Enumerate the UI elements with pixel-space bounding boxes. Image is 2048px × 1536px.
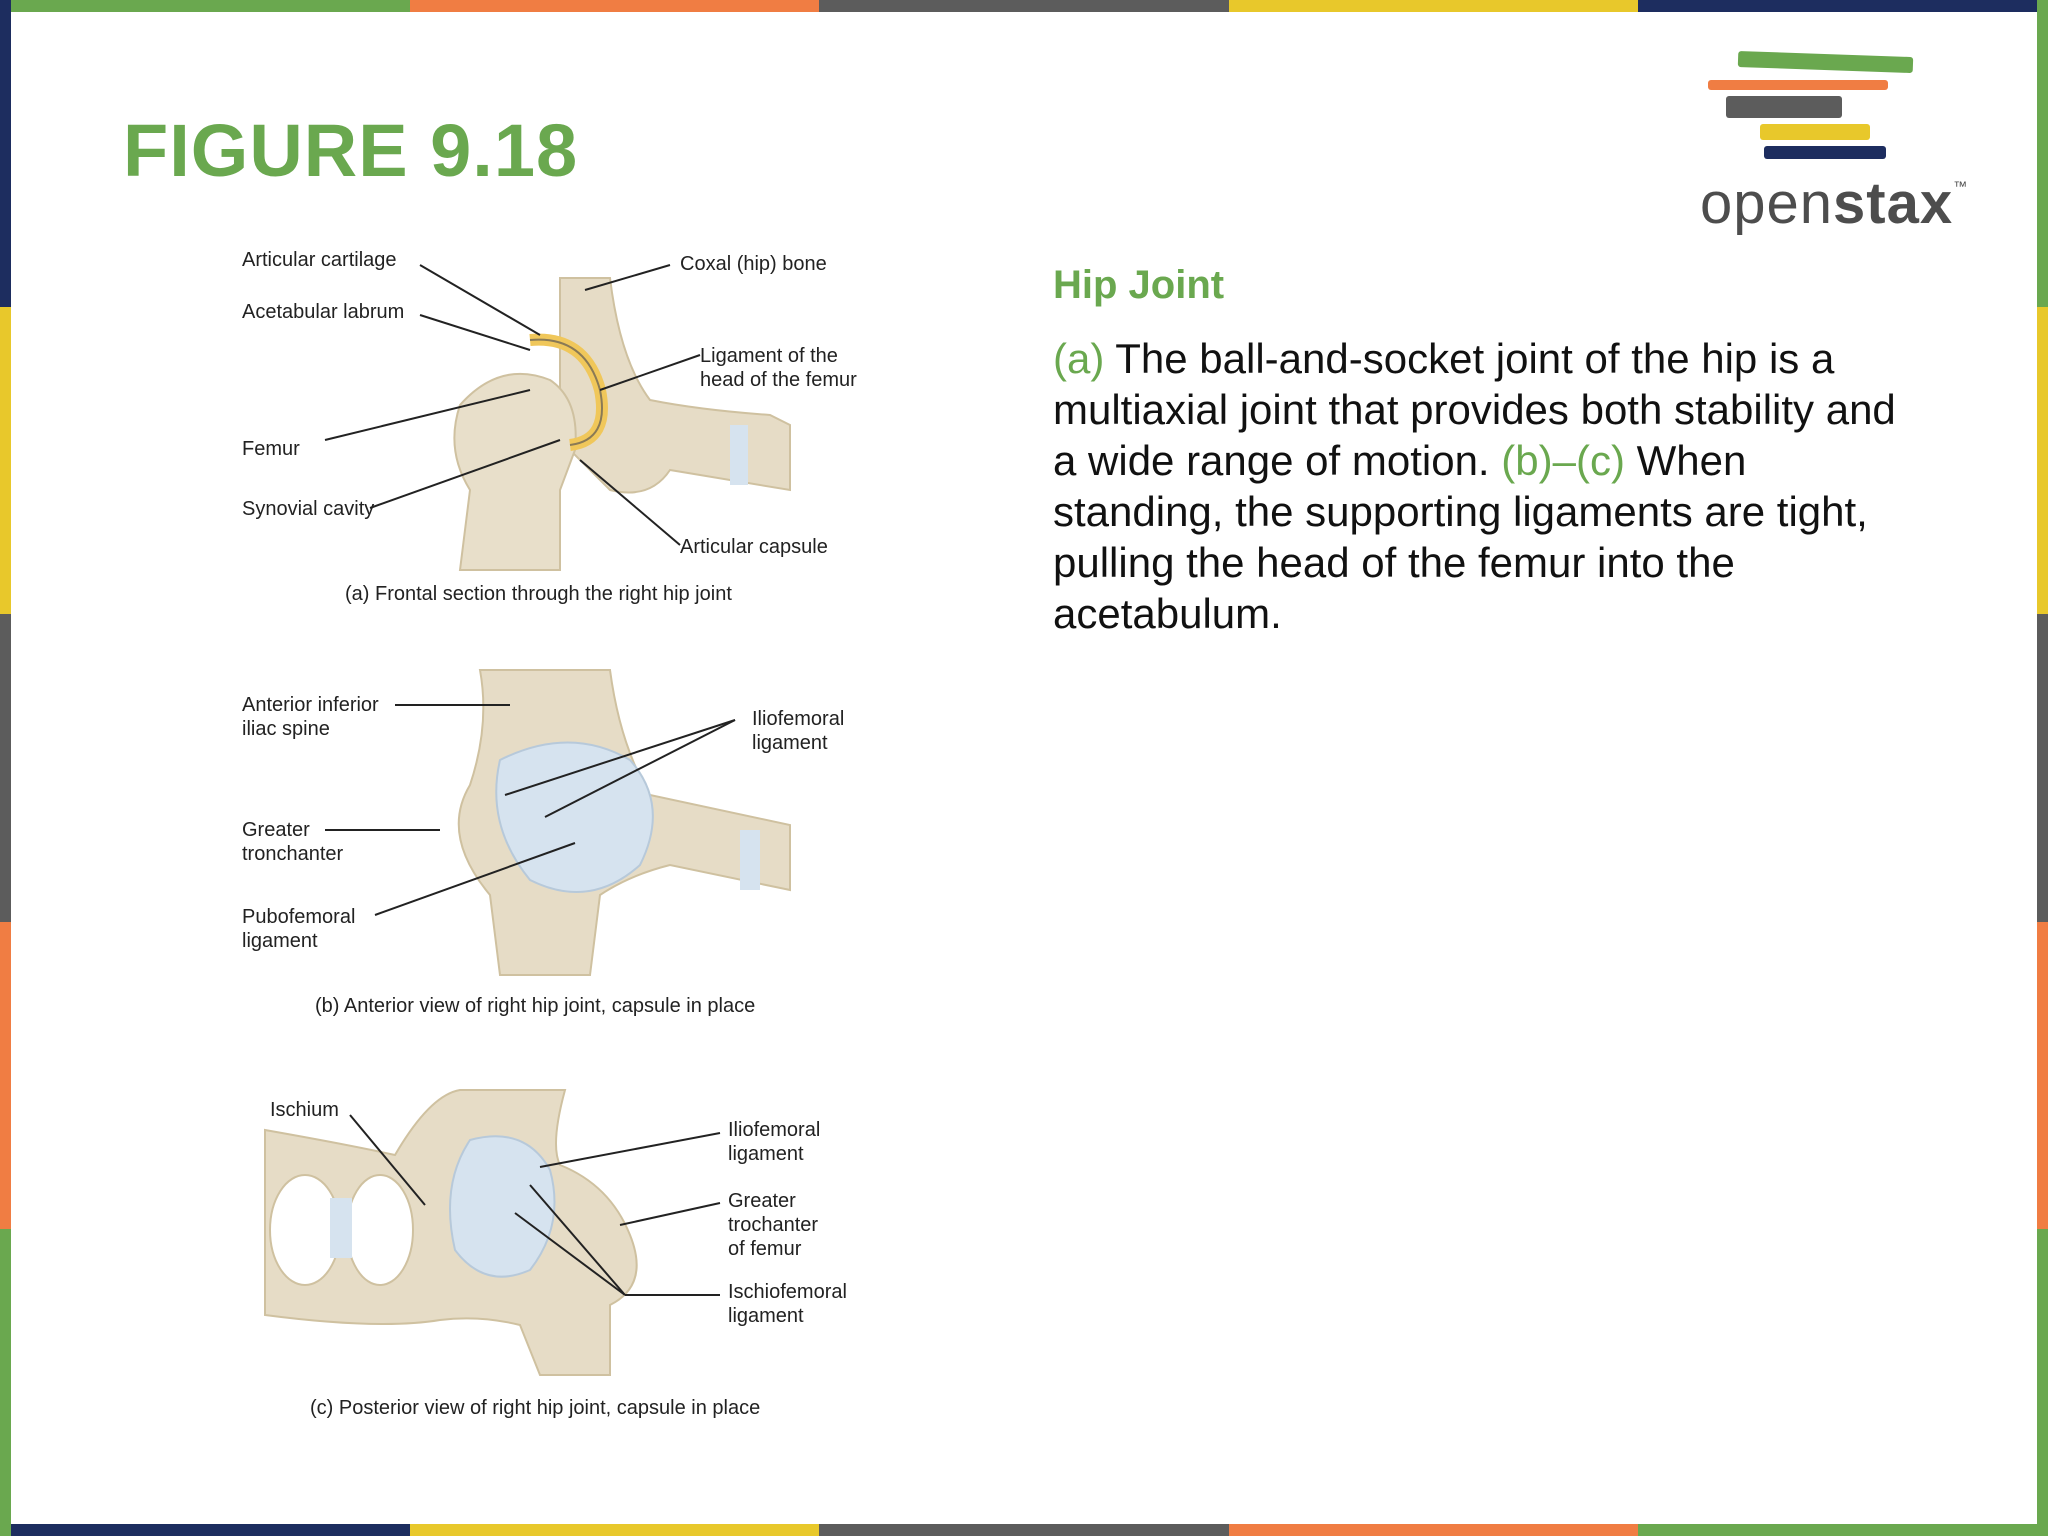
label-greater-trochanter-femur: Greater trochanter of femur bbox=[728, 1190, 819, 1260]
description-body: (a) The ball-and-socket joint of the hip… bbox=[1053, 335, 1896, 637]
label-anterior-inferior-iliac-spine: Anterior inferior iliac spine bbox=[242, 694, 379, 740]
label-ligament-head-femur: Ligament of the head of the femur bbox=[700, 345, 857, 391]
openstax-logo-icon bbox=[1708, 51, 1914, 159]
label-synovial-cavity: Synovial cavity bbox=[242, 498, 375, 520]
label-ischiofemoral-ligament: Ischiofemoral ligament bbox=[728, 1281, 847, 1327]
label-greater-tronchanter: Greater tronchanter bbox=[242, 819, 344, 865]
frame-right-bar bbox=[2037, 0, 2048, 1536]
label-coxal-bone: Coxal (hip) bone bbox=[680, 253, 827, 275]
marker-a: (a) bbox=[1053, 335, 1105, 382]
panel-b-drawing bbox=[325, 669, 791, 976]
caption-c: (c) Posterior view of right hip joint, c… bbox=[310, 1397, 761, 1419]
frame-top-bar bbox=[0, 0, 2048, 12]
frame-bottom-bar bbox=[0, 1524, 2048, 1536]
label-articular-capsule: Articular capsule bbox=[680, 536, 828, 558]
marker-bc: (b)–(c) bbox=[1501, 437, 1625, 484]
label-iliofemoral-ligament-c: Iliofemoral ligament bbox=[728, 1119, 821, 1165]
label-iliofemoral-ligament-b: Iliofemoral ligament bbox=[752, 708, 845, 754]
label-acetabular-labrum: Acetabular labrum bbox=[242, 301, 405, 323]
caption-a: (a) Frontal section through the right hi… bbox=[345, 583, 732, 605]
panel-a-frontal-section: Articular cartilage Acetabular labrum Fe… bbox=[230, 240, 890, 620]
panel-b-anterior-view: Anterior inferior iliac spine Greater tr… bbox=[230, 665, 890, 1025]
label-ischium: Ischium bbox=[270, 1099, 339, 1121]
description-heading: Hip Joint bbox=[1053, 263, 1225, 307]
label-femur: Femur bbox=[242, 438, 300, 460]
caption-b: (b) Anterior view of right hip joint, ca… bbox=[315, 995, 756, 1017]
panel-a-drawing bbox=[324, 264, 791, 571]
label-pubofemoral-ligament: Pubofemoral ligament bbox=[242, 906, 356, 952]
openstax-wordmark: openstax™ bbox=[1700, 171, 1969, 236]
label-articular-cartilage: Articular cartilage bbox=[242, 249, 397, 271]
figure-title: FIGURE 9.18 bbox=[123, 109, 579, 192]
panel-c-drawing bbox=[264, 1089, 721, 1376]
panel-c-posterior-view: Ischium Iliofemoral ligament Greater tro… bbox=[230, 1085, 890, 1425]
frame-left-bar bbox=[0, 0, 11, 1536]
